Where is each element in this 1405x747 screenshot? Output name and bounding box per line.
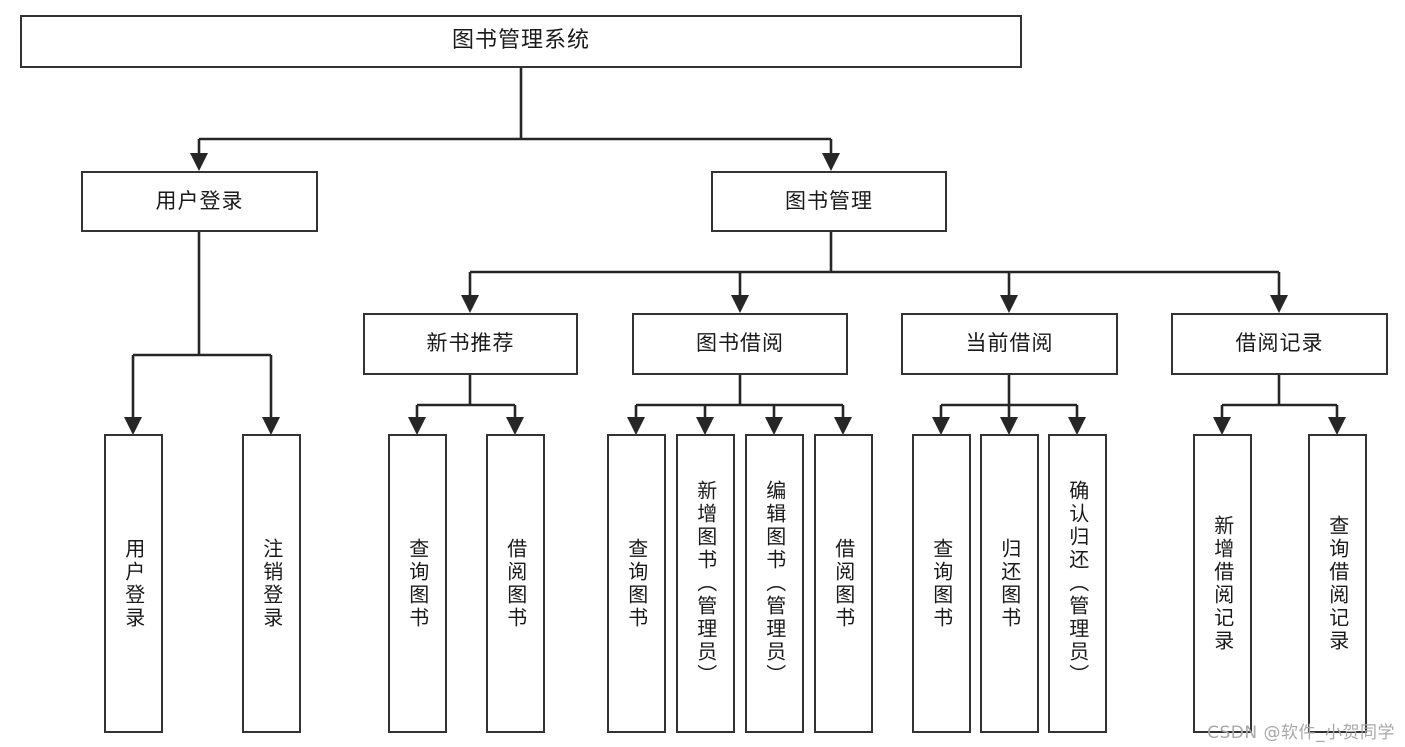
leaf-label: 借阅图书 — [831, 537, 856, 630]
node-book-management[interactable]: 图书管理 — [711, 171, 947, 232]
leaf-label: 借阅图书 — [503, 537, 528, 630]
leaf-label: 注销登录 — [259, 537, 284, 630]
leaf-book-borrow-add[interactable]: 新增图书（管理员） — [676, 434, 735, 733]
leaf-user-login-login[interactable]: 用户登录 — [104, 434, 163, 733]
leaf-label: 查询借阅记录 — [1325, 514, 1350, 653]
leaf-label: 新增图书（管理员） — [693, 480, 718, 687]
leaf-label: 归还图书 — [997, 537, 1022, 630]
leaf-borrow-record-add[interactable]: 新增借阅记录 — [1193, 434, 1252, 733]
leaf-label: 查询图书 — [405, 537, 430, 630]
leaf-book-borrow-edit[interactable]: 编辑图书（管理员） — [745, 434, 804, 733]
leaf-label: 编辑图书（管理员） — [762, 480, 787, 687]
leaf-borrow-record-query[interactable]: 查询借阅记录 — [1308, 434, 1367, 733]
leaf-current-borrow-return[interactable]: 归还图书 — [980, 434, 1039, 733]
leaf-book-borrow-query[interactable]: 查询图书 — [607, 434, 666, 733]
leaf-label: 新增借阅记录 — [1210, 514, 1235, 653]
node-new-book-recommend[interactable]: 新书推荐 — [363, 313, 578, 375]
leaf-book-borrow-borrow[interactable]: 借阅图书 — [814, 434, 873, 733]
leaf-user-login-logout[interactable]: 注销登录 — [242, 434, 301, 733]
leaf-label: 查询图书 — [929, 537, 954, 630]
node-root-library-system[interactable]: 图书管理系统 — [20, 15, 1022, 68]
leaf-current-borrow-query[interactable]: 查询图书 — [912, 434, 971, 733]
leaf-new-book-query[interactable]: 查询图书 — [388, 434, 447, 733]
watermark-text: CSDN @软件_小贺同学 — [1207, 723, 1395, 743]
leaf-label: 用户登录 — [121, 537, 146, 630]
leaf-current-borrow-confirm-return[interactable]: 确认归还（管理员） — [1048, 434, 1107, 733]
node-current-borrow[interactable]: 当前借阅 — [901, 313, 1118, 375]
leaf-new-book-borrow[interactable]: 借阅图书 — [486, 434, 545, 733]
node-borrow-record[interactable]: 借阅记录 — [1171, 313, 1388, 375]
node-book-borrow[interactable]: 图书借阅 — [632, 313, 848, 375]
node-user-login[interactable]: 用户登录 — [81, 171, 318, 232]
leaf-label: 确认归还（管理员） — [1065, 480, 1090, 687]
leaf-label: 查询图书 — [624, 537, 649, 630]
